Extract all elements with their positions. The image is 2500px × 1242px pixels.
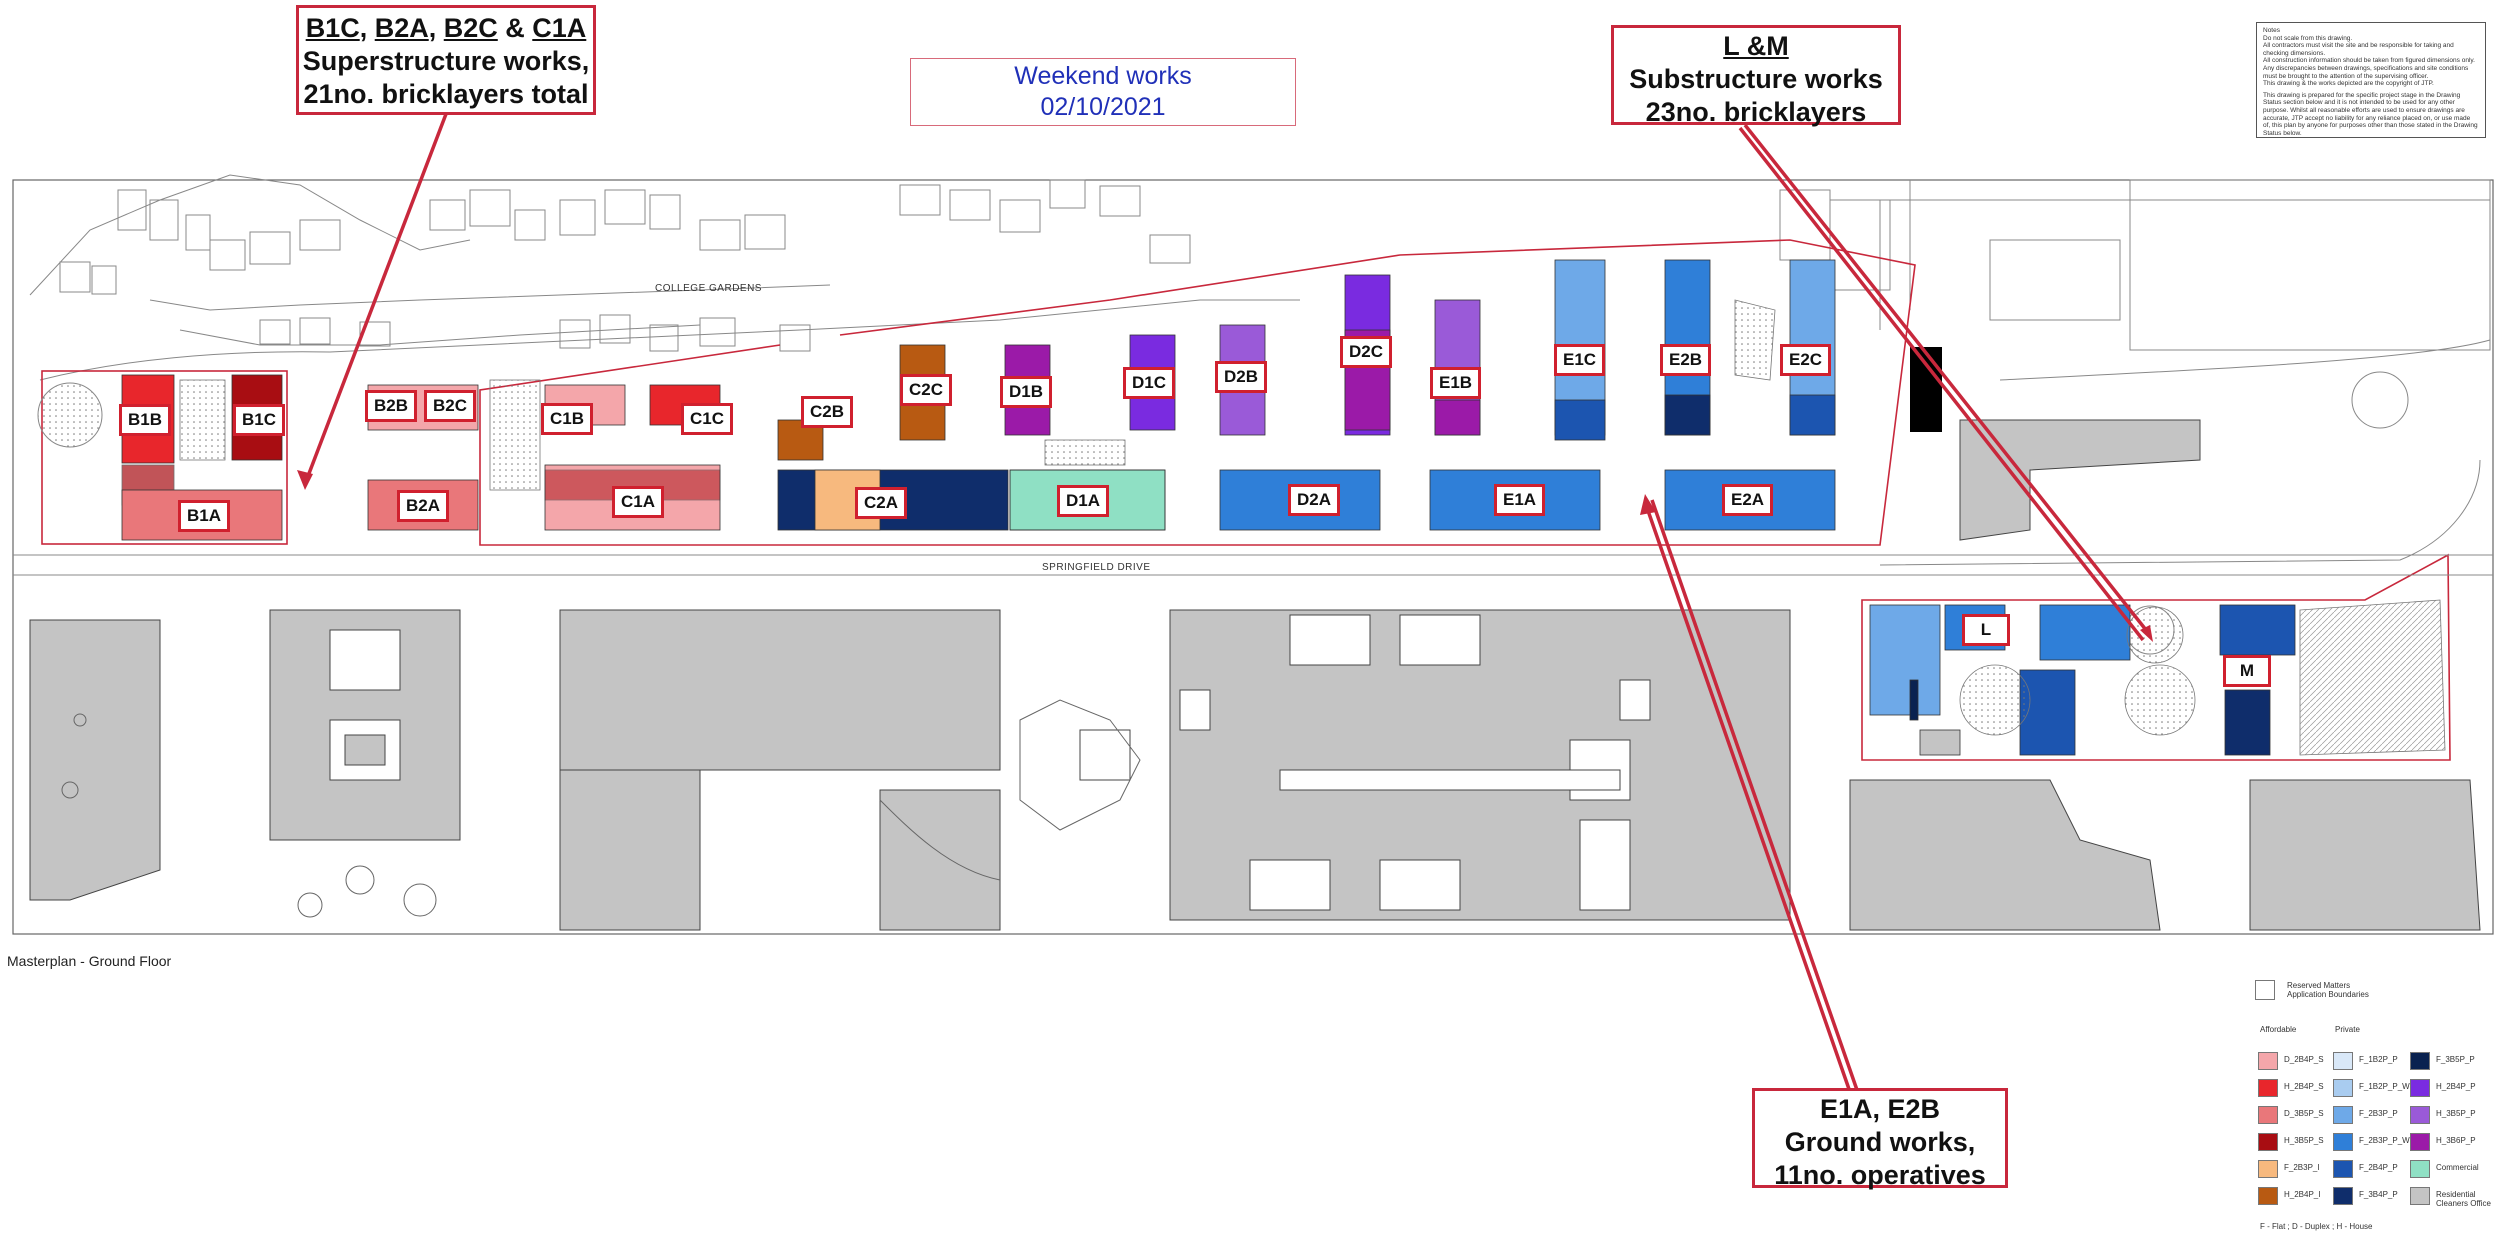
block-tag-e1b: E1B: [1430, 367, 1482, 399]
block-tag-b1c: B1C: [233, 404, 286, 436]
block-tag-b2c: B2C: [424, 390, 477, 422]
groundworks-title: Ground works,: [1784, 1126, 1976, 1157]
superstructure-title: Superstructure works,: [302, 45, 590, 76]
block-tag-c1c: C1C: [681, 403, 734, 435]
block-tag-c1b: C1B: [541, 403, 594, 435]
notes-line: This drawing & the works depicted are th…: [2263, 80, 2434, 88]
weekend-works-date: 02/10/2021: [1040, 93, 1166, 121]
groundworks-callout: E1A, E2B Ground works, 11no. operatives: [1752, 1088, 2008, 1190]
block-ref: B2C: [443, 13, 498, 43]
block-tag-b2a: B2A: [397, 490, 450, 522]
separator: ,: [428, 13, 444, 43]
block-tag-e1c: E1C: [1554, 344, 1606, 376]
block-ref: B1C: [305, 13, 360, 43]
separator: ,: [359, 13, 375, 43]
notes-panel: Notes Do not scale from this drawing. Al…: [2256, 22, 2486, 138]
notes-line: All contractors must visit the site and …: [2263, 42, 2454, 57]
superstructure-callout: B1C, B2A, B2C & C1A Superstructure works…: [296, 5, 596, 115]
notes-line: Do not scale from this drawing.: [2263, 34, 2353, 42]
block-tag-b1b: B1B: [119, 404, 172, 436]
block-tag-e2b: E2B: [1660, 344, 1712, 376]
block-tag-d2c: D2C: [1340, 336, 1393, 368]
block-ref: B2A: [374, 13, 429, 43]
block-tag-m: M: [2223, 655, 2271, 687]
notes-line: All construction information should be t…: [2263, 57, 2475, 65]
block-tag-e2a: E2A: [1722, 484, 1774, 516]
weekend-works-title: Weekend works: [1014, 62, 1192, 90]
notes-line: This drawing is prepared for the specifi…: [2263, 91, 2478, 137]
notes-line: Any discrepancies between drawings, spec…: [2263, 64, 2469, 80]
block-tag-d1c: D1C: [1123, 367, 1176, 399]
substructure-callout: L &M Substructure works 23no. bricklayer…: [1611, 25, 1901, 127]
block-tag-c1a: C1A: [612, 486, 665, 518]
block-tag-e2c: E2C: [1780, 344, 1832, 376]
substructure-blocks: L &M: [1723, 31, 1789, 61]
masterplan-title: Masterplan - Ground Floor: [7, 953, 172, 969]
notes-title: Notes: [2263, 27, 2280, 34]
block-tag-d1b: D1B: [1000, 376, 1053, 408]
groundworks-blocks: E1A, E2B: [1819, 1094, 1941, 1124]
block-tag-d1a: D1A: [1057, 485, 1110, 517]
groundworks-crew: 11no. operatives: [1774, 1159, 1986, 1190]
block-tag-l: L: [1962, 614, 2010, 646]
block-tag-e1a: E1A: [1494, 484, 1546, 516]
superstructure-crew: 21no. bricklayers total: [303, 78, 589, 109]
block-tag-d2a: D2A: [1288, 484, 1341, 516]
substructure-title: Substructure works: [1629, 63, 1883, 94]
weekend-works-box: Weekend works 02/10/2021: [910, 58, 1296, 126]
block-tag-b2b: B2B: [365, 390, 418, 422]
block-tag-c2b: C2B: [801, 396, 854, 428]
superstructure-blocks: B1C, B2A, B2C & C1A: [299, 12, 593, 45]
substructure-crew: 23no. bricklayers: [1645, 96, 1867, 127]
block-tag-b1a: B1A: [178, 500, 231, 532]
block-tag-c2c: C2C: [900, 374, 953, 406]
road-label-springfield-drive: SPRINGFIELD DRIVE: [1042, 562, 1151, 573]
block-tag-c2a: C2A: [855, 487, 908, 519]
block-ref: C1A: [532, 13, 587, 43]
separator: &: [497, 13, 533, 43]
block-tag-d2b: D2B: [1215, 361, 1268, 393]
road-label-college-gardens: COLLEGE GARDENS: [655, 283, 762, 294]
